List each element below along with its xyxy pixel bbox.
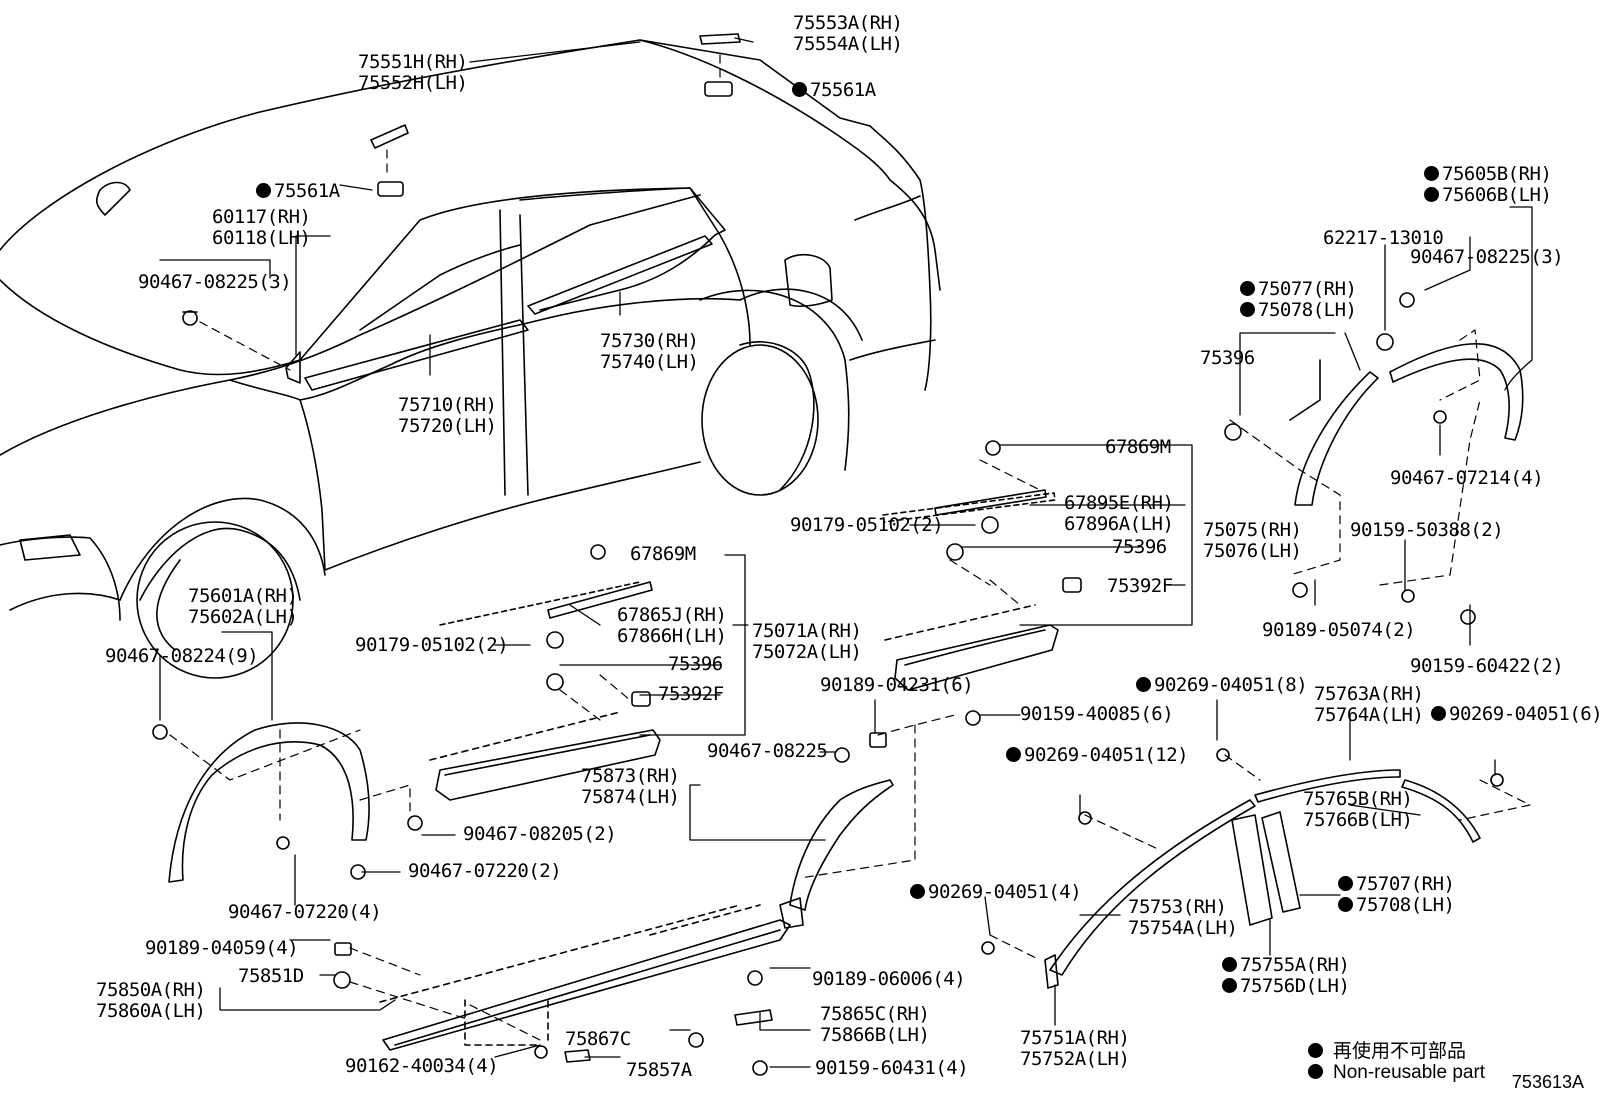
- part-label: 90467-07220(4): [228, 901, 382, 923]
- part-label: 75071A(RH)75072A(LH): [752, 620, 862, 663]
- nonreusable-marker: [792, 82, 807, 97]
- part-label: 90159-60422(2): [1410, 655, 1564, 677]
- part-label: 90179-05102(2): [790, 514, 944, 536]
- part-label: 90189-05074(2): [1262, 619, 1416, 641]
- part-label: 90189-04231(6): [820, 674, 974, 696]
- nonreusable-marker: [1222, 957, 1237, 972]
- part-label: 75075(RH)75076(LH): [1203, 519, 1302, 562]
- nonreusable-marker: [1431, 706, 1446, 721]
- part-label: 75857A: [626, 1059, 692, 1081]
- part-label: 75601A(RH)75602A(LH): [188, 585, 298, 628]
- part-label: 90467-08225(3): [138, 271, 292, 293]
- part-label: 75392F: [1107, 575, 1173, 597]
- nonreusable-marker: [1308, 1064, 1323, 1079]
- part-label: 75551H(RH)75552H(LH): [358, 51, 468, 94]
- part-label: 90269-04051(8): [1136, 675, 1308, 696]
- part-label: 75077(RH)75078(LH): [1240, 279, 1357, 321]
- part-label: 75710(RH)75720(LH): [398, 394, 497, 437]
- part-label: 75850A(RH)75860A(LH): [96, 979, 206, 1022]
- nonreusable-marker: [1240, 302, 1255, 317]
- part-label: 75753(RH)75754A(LH): [1128, 896, 1238, 939]
- part-label: 75396: [1200, 347, 1255, 369]
- part-label: 90467-08225(3): [1410, 246, 1564, 268]
- part-label: 67865J(RH)67866H(LH): [617, 604, 727, 647]
- fasteners: [152, 292, 1504, 1076]
- part-label: 75873(RH)75874(LH): [581, 765, 680, 808]
- part-label: 75553A(RH)75554A(LH): [793, 12, 903, 55]
- part-label: 90467-08225: [707, 740, 828, 762]
- part-label: 67895E(RH)67896A(LH): [1064, 492, 1174, 535]
- legend-item: Non-reusable part: [1308, 1062, 1485, 1084]
- part-label: 90467-07220(2): [408, 860, 562, 882]
- part-label: 75730(RH)75740(LH): [600, 330, 699, 373]
- nonreusable-marker: [1240, 281, 1255, 296]
- part-label: 75561A: [256, 181, 340, 202]
- part-label: 75605B(RH)75606B(LH): [1424, 164, 1552, 206]
- part-label: 75707(RH)75708(LH): [1338, 874, 1455, 916]
- part-label: 90467-07214(4): [1390, 467, 1544, 489]
- part-label: 62217-13010: [1323, 227, 1444, 249]
- nonreusable-marker: [1136, 677, 1151, 692]
- legend-item: 再使用不可部品: [1308, 1036, 1466, 1063]
- part-label: 90159-50388(2): [1350, 519, 1504, 541]
- part-label: 90269-04051(6): [1431, 704, 1602, 725]
- part-label: 90269-04051(12): [1006, 745, 1189, 766]
- part-label: 75867C: [565, 1028, 631, 1050]
- part-label: 75763A(RH)75764A(LH): [1314, 683, 1424, 726]
- nonreusable-marker: [1338, 897, 1353, 912]
- part-label: 90269-04051(4): [910, 882, 1082, 903]
- part-label: 90162-40034(4): [345, 1055, 499, 1077]
- molding-and-panels: [168, 33, 1524, 1063]
- part-label: 90159-40085(6): [1020, 703, 1174, 725]
- part-label: 90179-05102(2): [355, 634, 509, 656]
- part-label: 90467-08205(2): [463, 823, 617, 845]
- part-label: 75392F: [658, 683, 724, 705]
- part-label: 75851D: [238, 965, 304, 987]
- nonreusable-marker: [256, 183, 271, 198]
- part-label: 75865C(RH)75866B(LH): [820, 1003, 930, 1046]
- part-label: 75765B(RH)75766B(LH): [1303, 788, 1413, 831]
- part-label: 90189-04059(4): [145, 937, 299, 959]
- part-label: 90467-08224(9): [105, 645, 259, 667]
- part-label: 75561A: [792, 80, 876, 101]
- part-label: 75396: [668, 653, 723, 675]
- nonreusable-marker: [910, 884, 925, 899]
- part-label: 67869M: [630, 543, 696, 565]
- nonreusable-marker: [1338, 876, 1353, 891]
- part-label: 75755A(RH)75756D(LH): [1222, 955, 1350, 997]
- part-label: 75751A(RH)75752A(LH): [1020, 1027, 1130, 1070]
- leader-lines: [159, 37, 1533, 1068]
- part-label: 75396: [1112, 536, 1167, 558]
- part-label: 60117(RH)60118(LH): [212, 206, 311, 249]
- nonreusable-marker: [1308, 1043, 1323, 1058]
- part-label: 90159-60431(4): [815, 1057, 969, 1079]
- diagram-code: 753613A: [1511, 1072, 1584, 1092]
- nonreusable-marker: [1424, 187, 1439, 202]
- part-label: 67869M: [1105, 436, 1171, 458]
- nonreusable-marker: [1222, 978, 1237, 993]
- nonreusable-marker: [1424, 166, 1439, 181]
- dashed-guides: [169, 54, 1531, 1041]
- part-label: 90189-06006(4): [812, 968, 966, 990]
- nonreusable-marker: [1006, 747, 1021, 762]
- vehicle-outline: [0, 39, 941, 679]
